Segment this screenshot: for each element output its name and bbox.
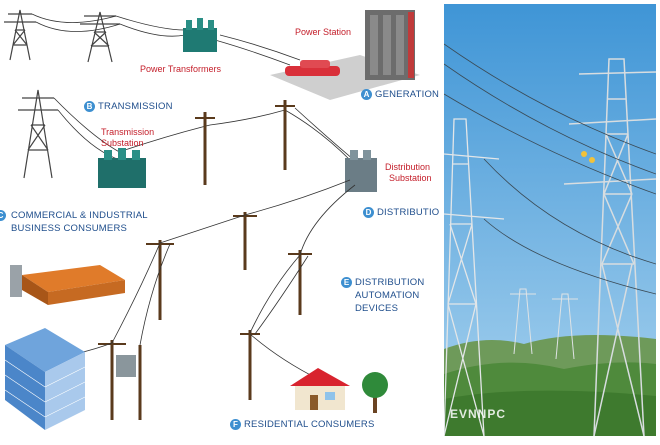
automation-label-line3: DEVICES [355,303,399,314]
distribution-substation-icon [345,150,377,192]
transmission-tower-icon [18,89,58,179]
distribution-substation-label-line2: Substation [389,173,432,183]
industrial-building-icon [10,265,125,305]
transmission-substation-icon [98,148,146,188]
distant-tower-icon [510,288,578,360]
tower-photo-illustration [443,4,657,437]
transmission-tower-photo: EVNNPC [443,4,657,437]
generation-label: GENERATION [375,89,440,100]
power-transformers-label: Power Transformers [140,64,222,74]
badge-b: B [84,101,95,112]
pole-transformer-icon [116,355,136,377]
transmission-tower-icon [4,9,36,61]
tree-icon [362,372,388,413]
automation-label-line2: AUTOMATION [355,290,420,301]
automation-label-line1: DISTRIBUTION [355,277,425,288]
transmission-substation-label-line1: Transmission [101,127,155,137]
left-tower-icon [443,118,505,437]
office-building-icon [4,328,86,430]
power-transformer-icon [183,18,217,52]
badge-a: A [361,89,372,100]
power-lines [443,43,657,295]
distribution-wires [39,179,356,381]
distribution-label: DISTRIBUTIO [377,207,440,218]
residential-label: RESIDENTIAL CONSUMERS [244,419,375,430]
house-icon [290,368,350,410]
transmission-label: TRANSMISSION [98,101,173,112]
badge-d: D [363,207,374,218]
power-station-icon [270,10,420,100]
transmission-substation-label-line2: Substation [101,138,144,148]
photo-watermark: EVNNPC [450,407,507,421]
lineman-figures [581,151,595,163]
transmission-tower-icon [80,11,120,63]
power-grid-diagram: Power Station Power Transformers Transmi… [0,9,440,430]
large-tower-icon [563,58,657,437]
grid-illustration [4,9,420,430]
commercial-label-line1: COMMERCIAL & INDUSTRIAL [11,210,148,221]
power-station-label: Power Station [295,27,352,37]
distribution-substation-label-line1: Distribution [385,162,431,172]
commercial-label-line2: BUSINESS CONSUMERS [11,223,128,234]
badge-c: C [0,210,6,221]
badge-e: E [341,277,352,288]
badge-f: F [230,419,241,430]
